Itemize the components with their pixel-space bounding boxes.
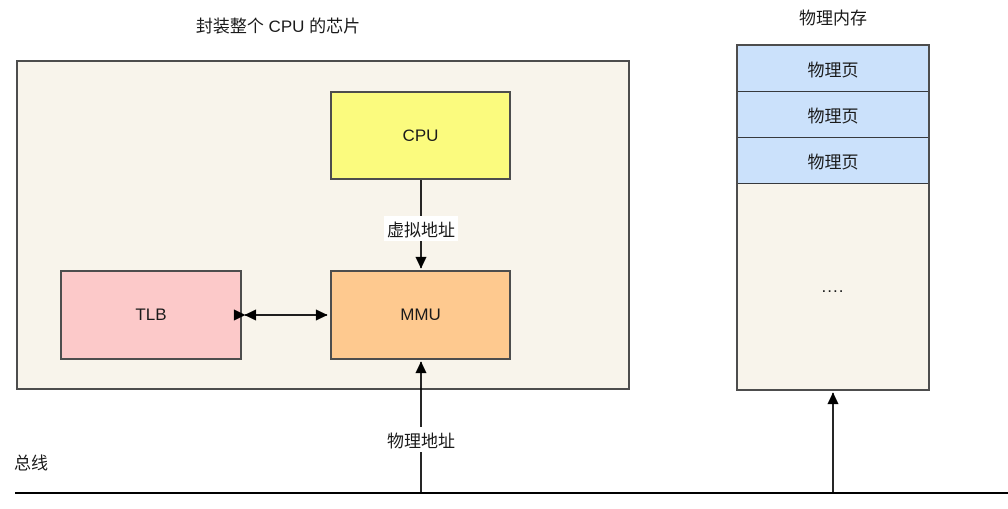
mmu-box-label: MMU (400, 305, 441, 324)
cpu-box-label: CPU (402, 125, 439, 145)
chip-title: 封装整个 CPU 的芯片 (195, 17, 361, 36)
cpu-box: CPU (330, 91, 511, 180)
tlb-box-label: TLB (135, 305, 167, 324)
mmu-box: MMU (330, 270, 511, 360)
memory-ellipsis: .... (821, 276, 845, 296)
physical-page-row: 物理页 (738, 92, 928, 138)
physical-page-label: 物理页 (807, 61, 859, 80)
physical-address-label: 物理地址 (384, 427, 458, 452)
memory-title: 物理内存 (799, 9, 867, 28)
physical-page-row: 物理页 (738, 46, 928, 92)
tlb-box: TLB (60, 270, 242, 360)
physical-page-label: 物理页 (807, 107, 859, 126)
physical-memory-box: 物理页 物理页 物理页 .... (736, 44, 930, 391)
physical-page-label: 物理页 (807, 153, 859, 172)
virtual-address-label: 虚拟地址 (384, 216, 458, 241)
bus-label: 总线 (14, 454, 48, 473)
physical-page-row: 物理页 (738, 138, 928, 184)
